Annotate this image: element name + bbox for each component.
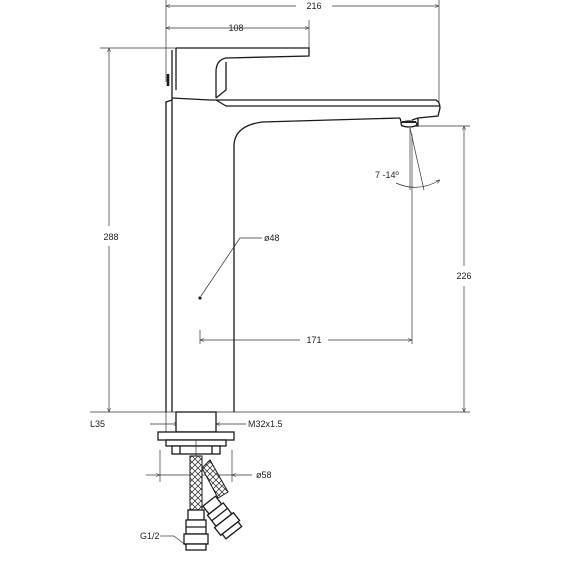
label-hose-thread: G1/2 xyxy=(140,531,160,541)
label-lever-width: 108 xyxy=(228,23,243,33)
faucet-body xyxy=(165,47,441,412)
label-overall-width: 216 xyxy=(306,1,321,11)
label-total-height: 288 xyxy=(103,232,118,242)
base-fitting xyxy=(157,411,235,460)
extension-lines xyxy=(90,0,470,440)
label-thread: M32x1.5 xyxy=(248,419,283,429)
label-base-diameter: ø58 xyxy=(256,470,272,480)
supply-hoses xyxy=(183,455,243,551)
label-body-diameter: ø48 xyxy=(264,233,280,243)
label-spout-angle: 7 -14º xyxy=(375,170,400,180)
label-base-left: L35 xyxy=(90,419,105,429)
dimension-lines xyxy=(109,6,464,550)
dimension-labels: 216 108 288 226 171 ø48 7 -14º L35 M32x1… xyxy=(90,1,472,541)
label-spout-reach: 171 xyxy=(306,335,321,345)
label-spout-height: 226 xyxy=(456,271,471,281)
